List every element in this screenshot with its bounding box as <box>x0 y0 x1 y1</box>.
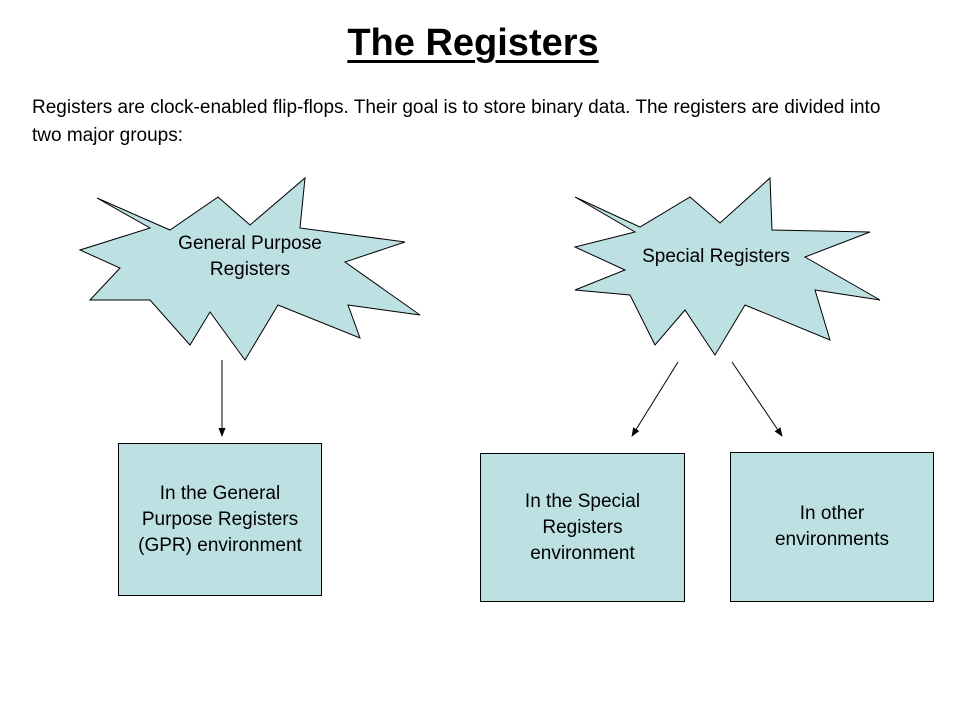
gpr-environment-label: In the General Purpose Registers (GPR) e… <box>138 482 302 556</box>
special-registers-environment-label: In the Special Registers environment <box>524 490 641 564</box>
intro-text: Registers are clock-enabled flip-flops. … <box>32 97 881 146</box>
special-registers-burst-label: Special Registers <box>642 246 790 267</box>
arrow-to-special-environment <box>631 361 679 437</box>
general-purpose-burst-shape <box>78 176 421 361</box>
gpr-environment-box: In the General Purpose Registers (GPR) e… <box>118 443 322 596</box>
arrow-to-other-environments <box>731 361 783 437</box>
other-environments-label: In other environments <box>774 503 890 550</box>
other-environments-box: In other environments <box>730 452 934 602</box>
page-title: The Registers <box>347 22 599 64</box>
special-registers-environment-box: In the Special Registers environment <box>480 453 685 602</box>
special-registers-burst-shape <box>573 176 881 356</box>
general-purpose-burst-label: General Purpose Registers <box>178 233 322 280</box>
